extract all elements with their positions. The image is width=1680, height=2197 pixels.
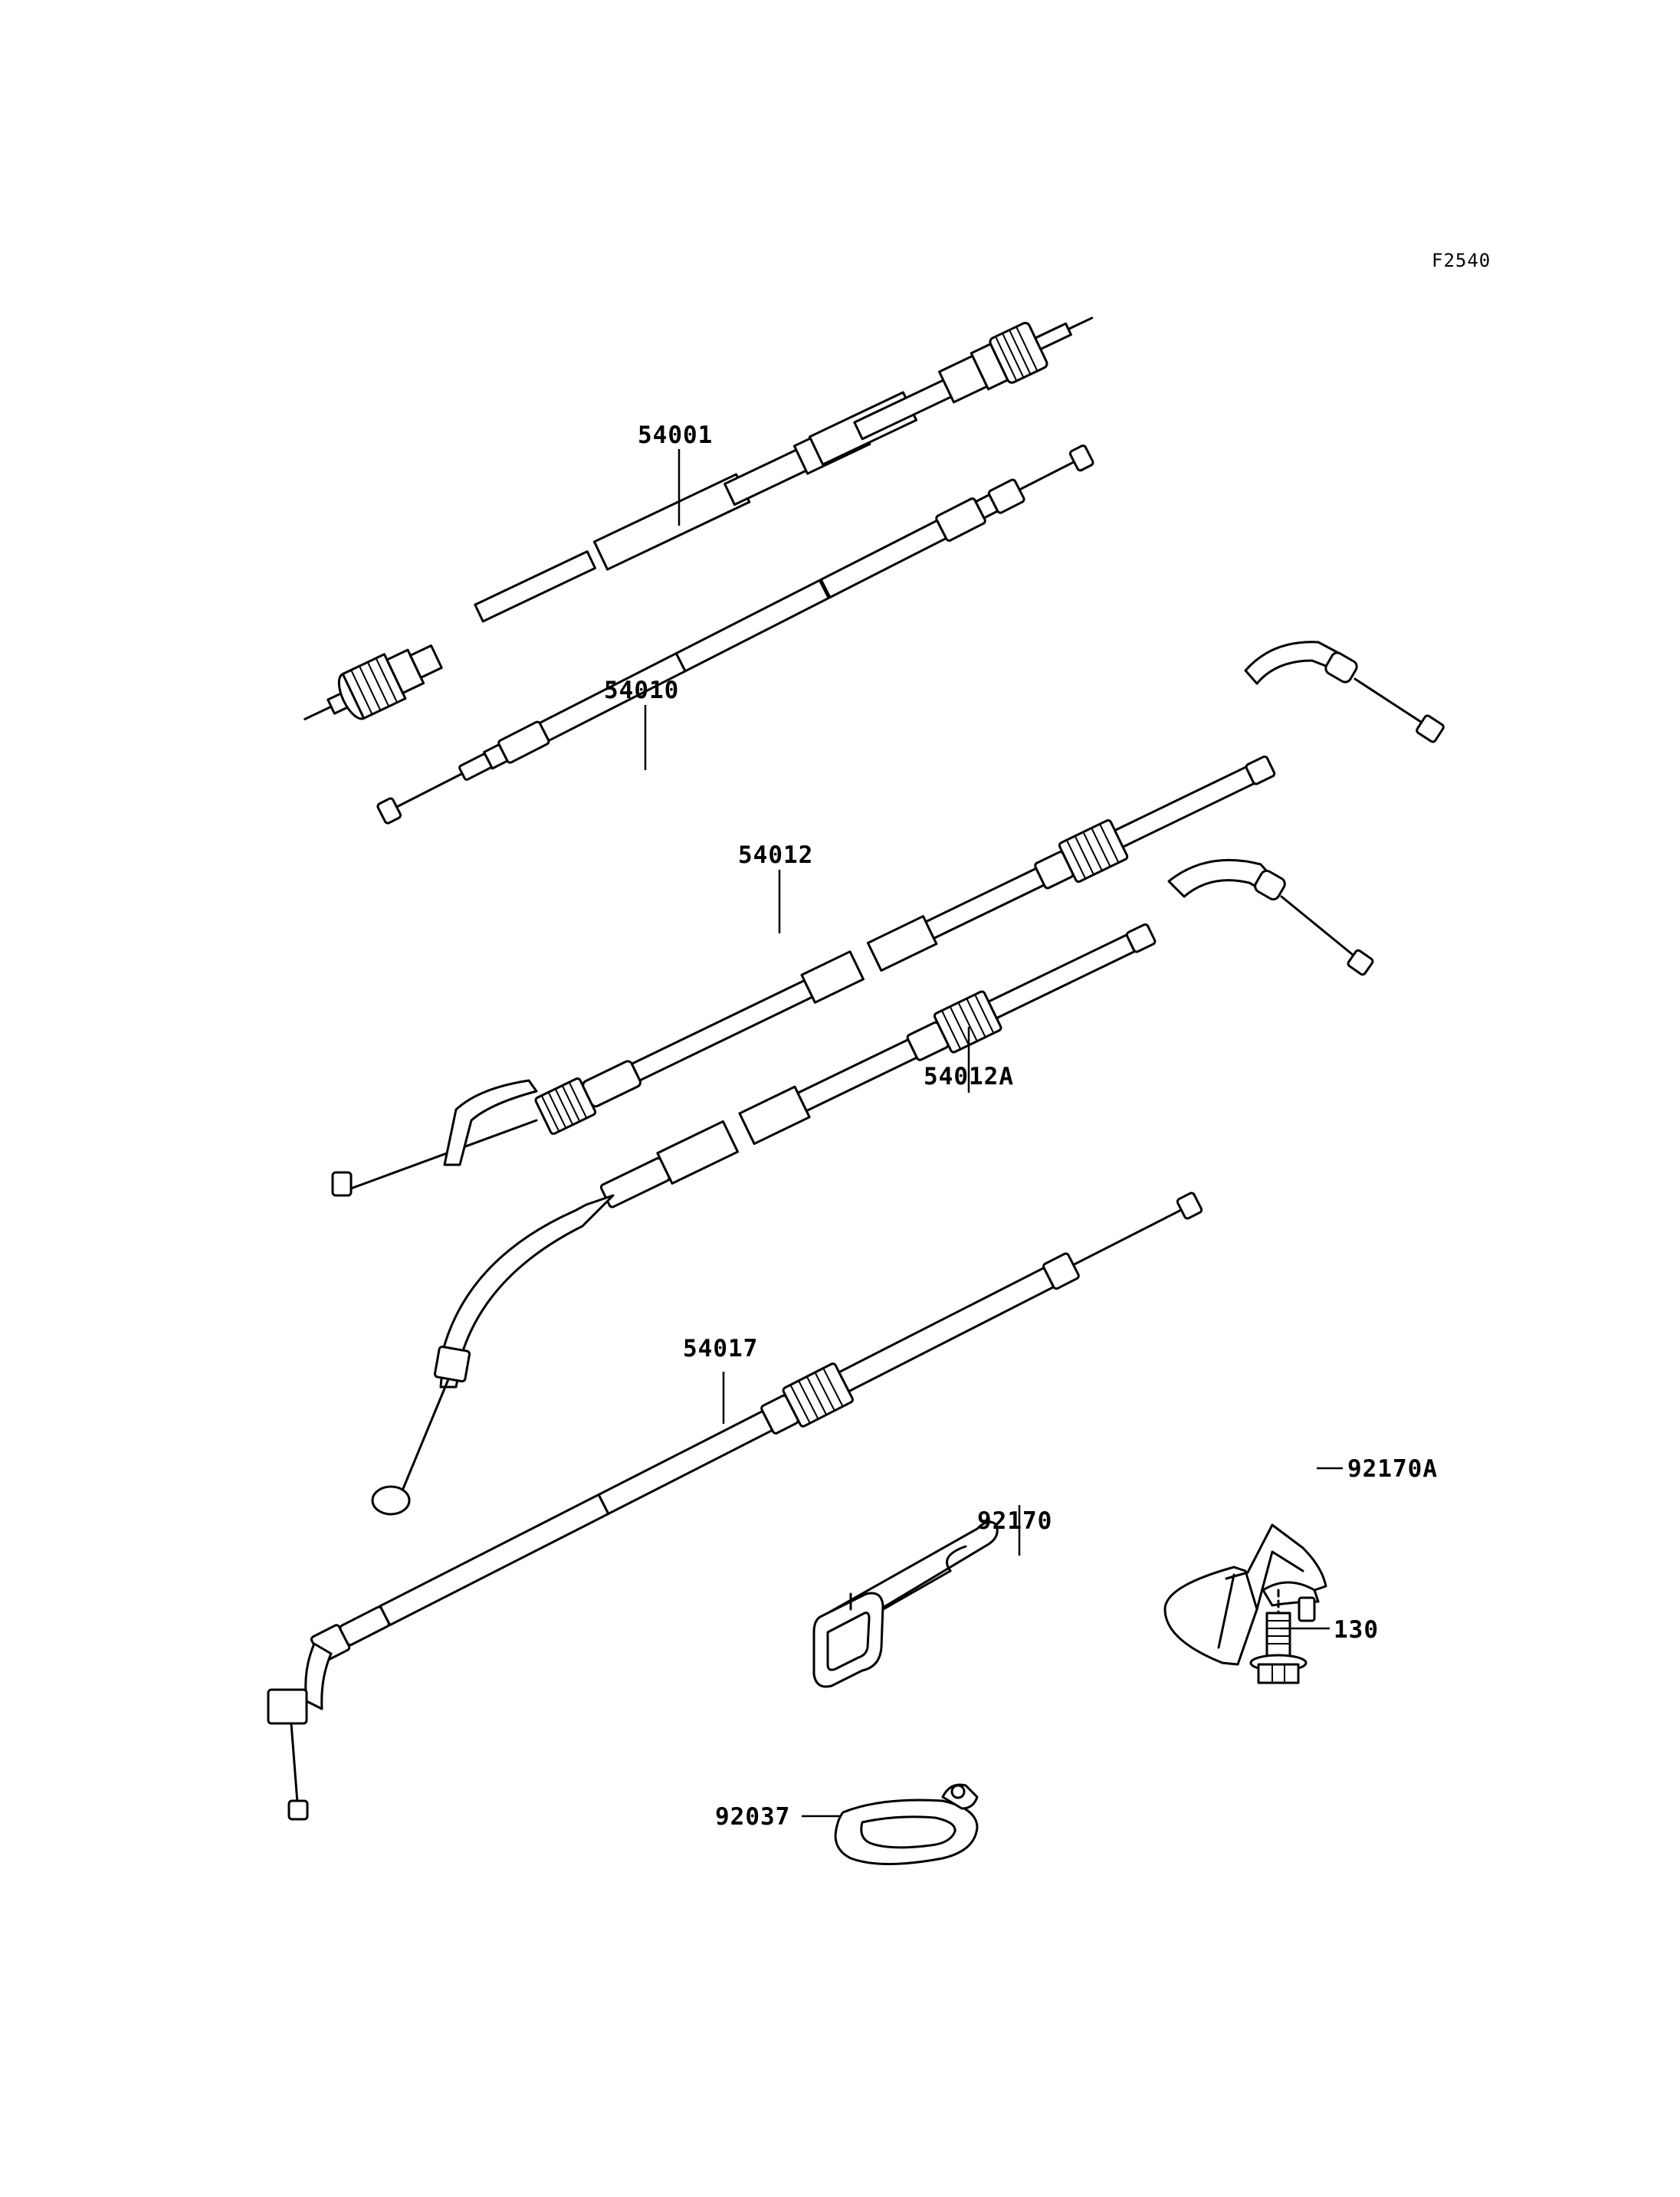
- part-label-54012: 54012: [738, 841, 813, 869]
- part-label-92170: 92170: [977, 1507, 1052, 1535]
- cable-guide: [834, 1783, 979, 1865]
- figure-code: F2540: [1432, 250, 1491, 271]
- clamp-bracket: [1163, 1523, 1327, 1666]
- throttle-cable-close: [371, 858, 1374, 1516]
- throttle-cable-open: [331, 641, 1445, 1197]
- part-label-92170A: 92170A: [1347, 1455, 1438, 1483]
- speedometer-cable: [304, 316, 1094, 720]
- part-label-54010: 54010: [604, 677, 679, 704]
- cable-clamp: [812, 1520, 999, 1688]
- choke-cable: [376, 444, 1094, 825]
- clutch-cable: [267, 1192, 1203, 1821]
- part-label-54012A: 54012A: [924, 1063, 1014, 1090]
- part-label-54017: 54017: [683, 1335, 758, 1362]
- part-label-54001: 54001: [638, 421, 713, 449]
- part-label-92037: 92037: [715, 1803, 790, 1831]
- part-label-130: 130: [1334, 1616, 1379, 1644]
